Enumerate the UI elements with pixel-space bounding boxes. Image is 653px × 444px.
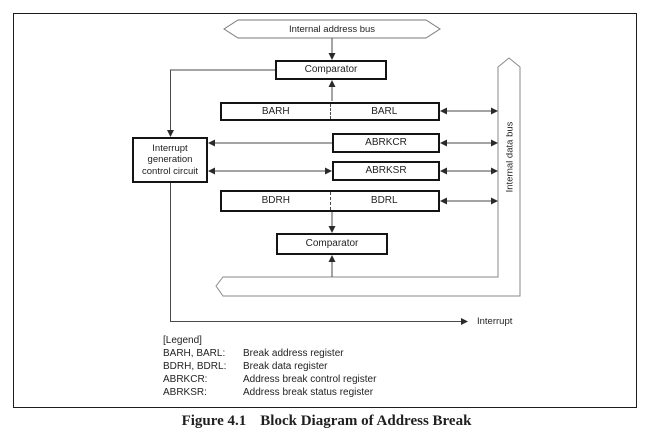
register-divider [329, 192, 331, 210]
legend-description: Address break status register [243, 387, 374, 398]
barh-label: BARH [261, 105, 290, 117]
legend-term: ABRKCR: [163, 374, 208, 385]
internal-data-bus-label: Internal data bus [504, 121, 515, 193]
internal-address-bus-label: Internal address bus [288, 23, 376, 35]
comparator-bottom-label: Comparator [305, 238, 359, 249]
interrupt-box-line2: generation [147, 154, 193, 166]
legend-block: [Legend] BARH, BARL: Break address regis… [163, 334, 376, 399]
figure-number: Figure 4.1 [181, 413, 247, 429]
legend-description: Address break control register [243, 374, 377, 385]
comparator-bottom-box: Comparator [276, 233, 388, 255]
legend-description: Break address register [243, 348, 344, 359]
legend-entry: BARH, BARL: Break address register [163, 347, 376, 360]
legend-title: [Legend] [163, 335, 202, 346]
figure-title: Block Diagram of Address Break [260, 413, 472, 429]
comparator-top-label: Comparator [304, 64, 358, 75]
barl-label: BARL [371, 105, 398, 117]
abrksr-label: ABRKSR [365, 165, 407, 176]
interrupt-box-line1: Interrupt [152, 142, 188, 154]
legend-term: BDRH, BDRL: [163, 361, 227, 372]
bdrl-label: BDRL [370, 195, 398, 206]
interrupt-box-line3: control circuit [142, 165, 198, 177]
abrkcr-label: ABRKCR [365, 137, 407, 148]
barh-barl-register: BARH BARL [220, 102, 440, 121]
legend-entry: BDRH, BDRL: Break data register [163, 360, 376, 373]
internal-address-bus-shape [223, 19, 441, 39]
figure-caption: Figure 4.1 Block Diagram of Address Break [0, 413, 653, 430]
legend-entry: ABRKCR: Address break control register [163, 373, 376, 386]
abrksr-register: ABRKSR [332, 161, 440, 181]
interrupt-generation-control-circuit-box: Interrupt generation control circuit [132, 137, 208, 183]
legend-term: ABRKSR: [163, 387, 207, 398]
legend-description: Break data register [243, 361, 328, 372]
legend-term: BARH, BARL: [163, 348, 226, 359]
bdrh-label: BDRH [261, 195, 290, 206]
comparator-top-box: Comparator [275, 60, 387, 80]
diagram-frame [13, 13, 637, 408]
legend-entry: ABRKSR: Address break status register [163, 386, 376, 399]
abrkcr-register: ABRKCR [332, 133, 440, 153]
internal-data-bus-shape [215, 57, 521, 297]
register-divider [329, 104, 331, 119]
bdrh-bdrl-register: BDRH BDRL [220, 190, 440, 212]
interrupt-output-label: Interrupt [477, 316, 513, 327]
